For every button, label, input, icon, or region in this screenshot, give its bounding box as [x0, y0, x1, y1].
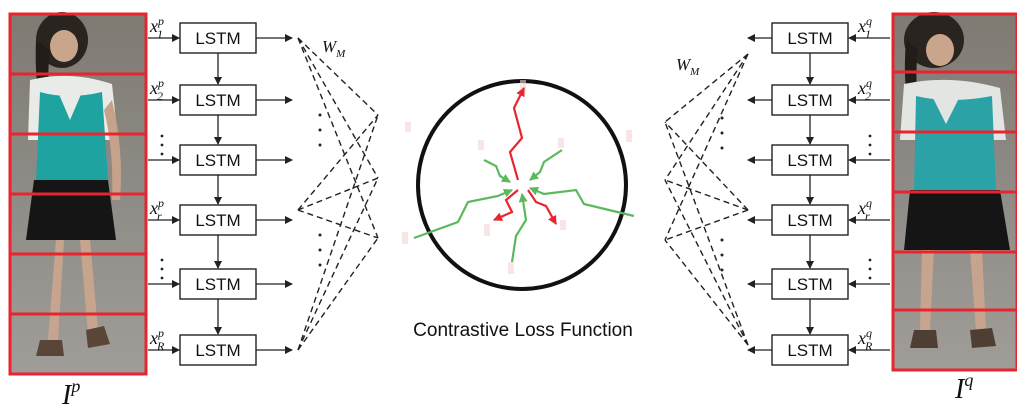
right-image-label: Iq [954, 370, 973, 405]
lstm-label: LSTM [195, 151, 240, 170]
ellipsis-dot [160, 143, 164, 147]
left-weight-label: WM [322, 37, 346, 60]
loss-circle [416, 79, 628, 291]
ellipsis-dot [160, 152, 164, 156]
loss-caption: Contrastive Loss Function [413, 320, 633, 341]
lstm-label: LSTM [195, 341, 240, 360]
ellipsis-dot [160, 267, 164, 271]
lstm-label: LSTM [787, 211, 832, 230]
lstm-label: LSTM [787, 91, 832, 110]
lstm-label: LSTM [195, 211, 240, 230]
lstm-box [179, 144, 257, 176]
lstm-label: LSTM [787, 151, 832, 170]
left-image-label: Ip [61, 376, 80, 410]
right-weight-label: WM [676, 55, 700, 78]
ellipsis-dot [160, 276, 164, 280]
lstm-box [179, 204, 257, 236]
right-weight-connections [664, 53, 749, 346]
ellipsis-dot [868, 152, 872, 156]
left-image-stripes [8, 12, 148, 376]
lstm-label: LSTM [195, 91, 240, 110]
lstm-box [179, 334, 257, 366]
ellipsis-dot [868, 276, 872, 280]
left-weight-connections [297, 37, 379, 351]
lstm-label: LSTM [195, 29, 240, 48]
lstm-box [179, 84, 257, 116]
ellipsis-dot [868, 267, 872, 271]
lstm-label: LSTM [787, 29, 832, 48]
lstm-label: LSTM [787, 341, 832, 360]
ellipsis-dot [160, 258, 164, 262]
ellipsis-dot [160, 134, 164, 138]
ellipsis-dot [868, 258, 872, 262]
left-connection-dots [318, 113, 322, 267]
lstm-box [179, 268, 257, 300]
ghost-markers [402, 80, 632, 274]
ellipsis-dot [868, 143, 872, 147]
attract-arrows [413, 149, 635, 263]
lstm-box [179, 22, 257, 54]
lstm-label: LSTM [787, 275, 832, 294]
right-connection-dots [720, 116, 724, 272]
lstm-label: LSTM [195, 275, 240, 294]
right-image-stripes [891, 12, 1017, 372]
ellipsis-dot [868, 134, 872, 138]
